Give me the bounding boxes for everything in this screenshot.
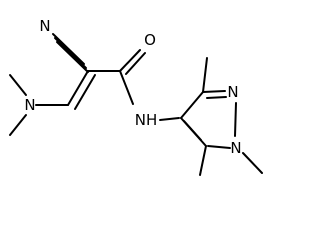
bond-alkene-single — [67, 70, 89, 106]
bond-nitrile-1 — [54, 37, 87, 69]
bonds — [9, 33, 263, 176]
bond-nitrile-2 — [56, 41, 89, 73]
bond-c3-methyl — [202, 57, 208, 93]
bond-nh-c4 — [159, 117, 180, 121]
atom-nitrile-n: N — [39, 17, 50, 35]
atom-pyrazole-n1: N — [230, 139, 241, 157]
bond-c5-methyl — [199, 145, 207, 176]
bond-carbonyl-nh — [119, 70, 134, 105]
bond-c4-c3 — [180, 91, 204, 119]
bond-c3-n2-1 — [202, 90, 226, 93]
bond-c5-c4-2 — [183, 120, 202, 141]
bond-alkene-double — [74, 74, 96, 110]
bond-n2-n1 — [234, 102, 237, 137]
atom-pyrazole-n2: N — [227, 83, 238, 101]
atom-labels: N O N NH N N — [24, 17, 241, 157]
bond-n1-c5 — [207, 145, 231, 149]
bond-carbonyl-2 — [125, 52, 146, 75]
bond-nme-1 — [9, 74, 27, 96]
bond-c3-n2-2 — [206, 96, 227, 99]
atom-dimethylamino-n: N — [24, 96, 35, 114]
atom-amide-nh: NH — [135, 111, 158, 129]
bond-nitrile-3 — [52, 33, 85, 65]
bond-nme-2 — [9, 114, 27, 136]
bond-carbonyl-1 — [119, 49, 141, 72]
molecule-diagram: N O N NH N N — [9, 17, 263, 176]
bond-n1-methyl — [242, 152, 263, 174]
atom-carbonyl-o: O — [144, 31, 156, 49]
